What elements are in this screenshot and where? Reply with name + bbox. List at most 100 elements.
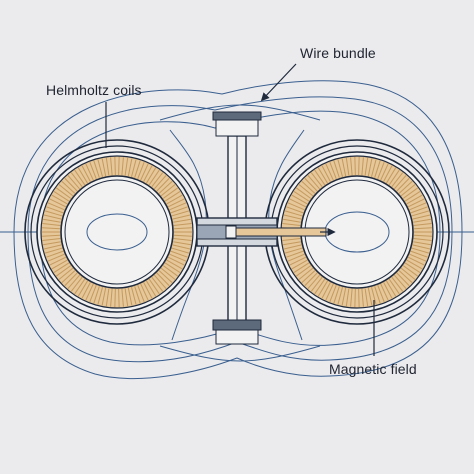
winding-stripe [282,222,301,226]
winding-stripe [148,278,160,295]
winding-stripe [354,288,356,307]
winding-stripe [283,218,301,223]
winding-stripe [287,202,305,211]
winding-stripe [284,210,303,217]
winding-stripe [51,259,68,270]
winding-stripe [127,158,133,177]
winding-stripe [156,272,170,287]
winding-stripe [77,280,88,297]
winding-stripe [298,184,314,197]
winding-stripe [131,159,137,177]
winding-stripe [118,157,120,176]
winding-stripe [391,172,404,188]
winding-stripe [93,160,100,178]
winding-stripe [172,214,191,220]
winding-stripe [43,218,61,223]
winding-stripe [93,286,100,304]
winding-stripe [301,270,316,284]
center-support-frame [196,111,327,345]
winding-stripe [164,262,181,273]
winding-stripe [413,238,432,242]
winding-stripe [410,250,428,258]
winding-stripe [74,278,86,295]
winding-stripe [43,241,61,246]
winding-stripe [413,234,432,237]
winding-stripe [167,198,185,208]
winding-stripe [134,160,141,178]
winding-stripe [329,161,337,180]
winding-stripe [396,272,410,287]
winding-stripe [46,250,64,258]
winding-stripe [146,167,157,184]
winding-stripe [314,278,326,295]
winding-stripe [158,270,173,284]
winding-stripe [56,265,72,277]
winding-stripe [170,250,188,258]
winding-stripe [410,206,428,214]
winding-stripe [44,247,63,254]
wire-bundle-leader [260,63,297,102]
winding-stripe [286,206,304,214]
winding-stripe [402,187,418,199]
winding-stripe [124,157,129,176]
field-line [13,80,463,379]
winding-stripe [89,284,97,303]
winding-stripe [110,288,113,307]
winding-stripe [293,262,310,273]
winding-stripe [143,165,153,182]
winding-stripe [47,202,65,211]
winding-stripe [49,256,67,266]
winding-stripe [321,165,331,182]
winding-stripe [85,163,94,181]
winding-stripe [321,282,331,299]
winding-stripe [286,250,304,258]
winding-stripe [284,247,303,254]
winding-stripe [56,187,72,199]
winding-stripe [101,287,107,306]
winding-stripe [143,282,153,299]
winding-stripe [364,288,369,307]
winding-stripe [46,206,64,214]
winding-stripe [70,276,83,292]
winding-stripe [307,174,321,190]
winding-stripe [380,163,389,181]
winding-stripe [383,282,393,299]
winding-stripe [53,191,70,202]
winding-stripe [325,163,334,181]
winding-stripe [81,165,91,182]
winding-stripe [166,194,183,205]
winding-stripe [97,159,103,177]
winding-stripe [42,238,61,242]
winding-stripe [317,167,328,184]
winding-stripe [396,177,410,192]
winding-stripe [402,265,418,277]
winding-stripe [358,288,360,307]
winding-stripe [298,267,314,280]
winding-stripe [377,284,385,303]
winding-stripe [291,259,308,270]
winding-stripe [42,222,61,226]
winding-stripe [301,180,316,194]
winding-stripe [412,214,431,220]
winding-stripe [409,202,427,211]
winding-stripe [44,210,63,217]
winding-stripe [67,174,81,190]
magnetic-field-label: Magnetic field [329,361,417,377]
winding-stripe [329,284,337,303]
winding-stripe [156,177,170,192]
wire-bundle [235,227,327,237]
winding-stripe [169,253,187,262]
winding-stripe [137,284,145,303]
field-line [39,110,441,346]
winding-stripe [51,194,68,205]
winding-stripe [317,280,328,297]
winding-stripe [388,169,400,186]
winding-stripe [404,262,421,273]
helmholtz-coils-label: Helmholtz coils [46,82,142,98]
winding-stripe [151,172,164,188]
winding-stripe [411,247,430,254]
winding-stripe [350,288,353,307]
winding-stripe [367,158,373,177]
winding-stripe [400,267,416,280]
